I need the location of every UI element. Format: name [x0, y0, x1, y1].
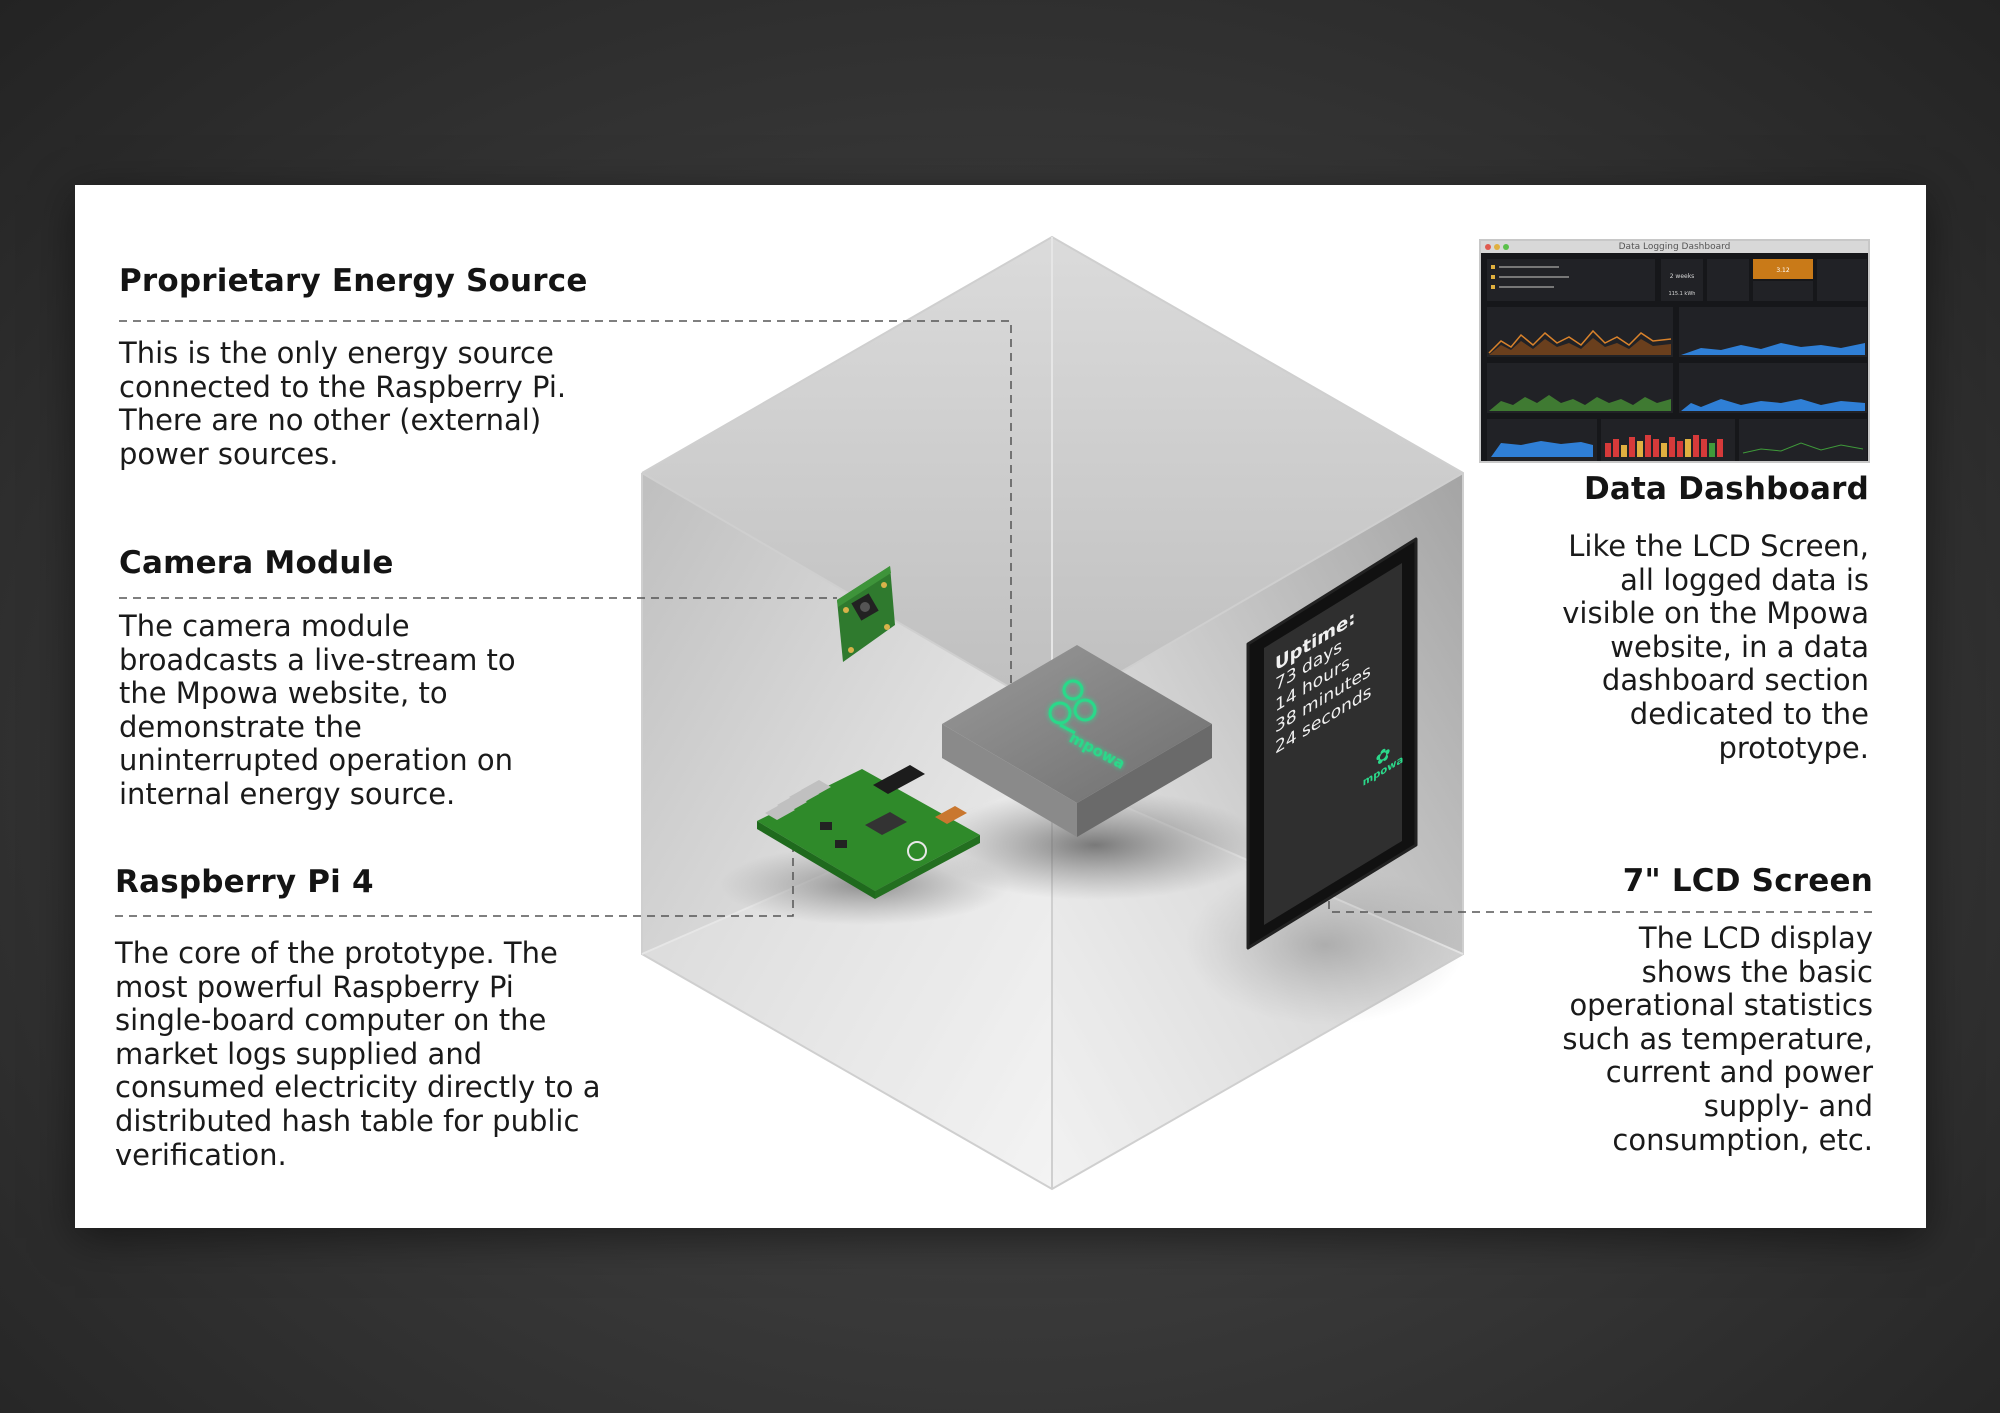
- pi-line-5: consumed electricity directly to a: [115, 1070, 601, 1105]
- camera-line-6: internal energy source.: [119, 776, 456, 811]
- dashboard-line-5: dashboard section: [1601, 663, 1869, 698]
- energy-title: Proprietary Energy Source: [119, 263, 588, 299]
- diagram-art: mpowa: [115, 235, 1872, 1191]
- minimize-dot-icon: [1494, 244, 1500, 250]
- dashboard-title: Data Dashboard: [1583, 471, 1869, 507]
- energy-line-1: This is the only energy source: [119, 336, 554, 370]
- pi-title: Raspberry Pi 4: [115, 864, 374, 900]
- dashboard-line-1: Like the LCD Screen,: [1568, 529, 1869, 563]
- stat-text-3: 115.1 kWh: [1669, 291, 1696, 297]
- box-logo-icon: [1048, 679, 1097, 735]
- dashboard-description: Like the LCD Screen, all logged data is …: [1562, 529, 1869, 765]
- lcd-line-5: current and power: [1605, 1055, 1873, 1090]
- pi-leader: [115, 845, 794, 917]
- dashboard-panels: 2 weeks 3.12 115.1 kWh: [1481, 253, 1868, 461]
- camera-description: The camera module broadcasts a live-stre…: [119, 609, 516, 812]
- energy-line-3: There are no other (external): [119, 403, 542, 438]
- pi-line-4: market logs supplied and: [115, 1036, 483, 1071]
- pi-line-7: verification.: [115, 1137, 287, 1172]
- camera-line-5: uninterrupted operation on: [119, 743, 513, 778]
- slide: mpowa: [75, 185, 1926, 1228]
- camera-line-1: The camera module: [119, 609, 410, 643]
- energy-source-box: mpowa: [942, 645, 1212, 837]
- energy-line-4: power sources.: [119, 436, 339, 471]
- pi-line-1: The core of the prototype. The: [115, 936, 558, 970]
- camera-module: [837, 566, 895, 662]
- dashboard-line-6: dedicated to the: [1629, 696, 1869, 731]
- dashboard-line-2: all logged data is: [1620, 562, 1869, 597]
- dashboard-thumbnail: Data Logging Dashboard 2 weeks 3.12 115.…: [1479, 239, 1870, 463]
- lcd-description: The LCD display shows the basic operatio…: [1562, 921, 1873, 1157]
- maximize-dot-icon: [1503, 244, 1509, 250]
- pi-line-2: most powerful Raspberry Pi: [115, 969, 514, 1004]
- lcd-line-4: such as temperature,: [1562, 1021, 1873, 1056]
- camera-line-2: broadcasts a live-stream to: [119, 642, 516, 677]
- dashboard-titlebar: Data Logging Dashboard: [1481, 241, 1868, 253]
- stat-text-1: 2 weeks: [1670, 273, 1695, 280]
- dashboard-line-7: prototype.: [1718, 730, 1869, 765]
- lcd-title: 7" LCD Screen: [1622, 863, 1873, 899]
- energy-box-shadow: [925, 790, 1265, 900]
- close-dot-icon: [1485, 244, 1491, 250]
- stat-text-2: 3.12: [1776, 267, 1790, 274]
- lcd-line-1: The LCD display: [1638, 921, 1873, 955]
- camera-line-3: the Mpowa website, to: [119, 676, 448, 711]
- energy-description: This is the only energy source connected…: [119, 336, 567, 471]
- lcd-line-2: shows the basic: [1641, 954, 1873, 989]
- pi-description: The core of the prototype. The most powe…: [115, 936, 601, 1172]
- bar-series: [1605, 435, 1723, 457]
- dashboard-line-3: visible on the Mpowa: [1562, 596, 1869, 631]
- pi-line-3: single-board computer on the: [115, 1003, 547, 1038]
- dashboard-window-title: Data Logging Dashboard: [1618, 242, 1731, 252]
- lcd-screen: [1246, 537, 1418, 950]
- camera-title: Camera Module: [119, 545, 394, 581]
- raspberry-pi-board: [757, 765, 980, 899]
- lcd-line-6: supply- and: [1703, 1088, 1873, 1123]
- energy-line-2: connected to the Raspberry Pi.: [119, 369, 567, 404]
- camera-line-4: demonstrate the: [119, 709, 362, 744]
- dashboard-line-4: website, in a data: [1610, 629, 1869, 664]
- pi-line-6: distributed hash table for public: [115, 1103, 580, 1138]
- energy-leader: [119, 320, 1012, 700]
- lcd-line-7: consumption, etc.: [1612, 1122, 1873, 1157]
- lcd-line-3: operational statistics: [1569, 988, 1873, 1023]
